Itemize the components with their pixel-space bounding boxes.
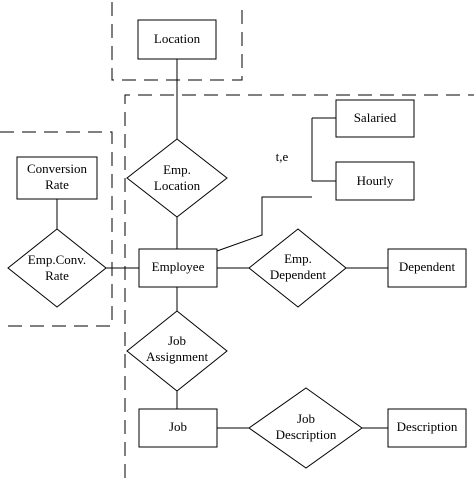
relationship-job-assignment-label-line2: Assignment	[146, 349, 209, 364]
entity-hourly[interactable]: Hourly	[335, 161, 415, 201]
relationship-emp-location[interactable]: Emp. Location	[126, 138, 228, 218]
relationship-emp-dependent[interactable]: Emp. Dependent	[248, 228, 347, 308]
entity-location-label: Location	[154, 31, 201, 46]
entity-conversion-rate-label-line2: Rate	[45, 177, 69, 192]
relationship-emp-conv-rate-label-line1: Emp.Conv.	[28, 252, 86, 267]
entity-location[interactable]: Location	[137, 19, 217, 60]
entity-dependent-label: Dependent	[399, 259, 456, 274]
relationship-emp-location-label-line1: Emp.	[163, 162, 191, 177]
relationship-job-assignment[interactable]: Job Assignment	[126, 310, 228, 392]
relationship-emp-dependent-label-line2: Dependent	[270, 267, 327, 282]
entity-employee[interactable]: Employee	[138, 248, 218, 288]
entity-salaried-label: Salaried	[354, 110, 397, 125]
relationship-job-description[interactable]: Job Description	[248, 387, 363, 469]
relationship-job-description-label-line2: Description	[276, 427, 337, 442]
entity-hourly-label: Hourly	[357, 173, 394, 188]
conversion-region-boundary	[0, 131, 113, 327]
entity-description-label: Description	[397, 419, 458, 434]
relationship-job-assignment-label-line1: Job	[168, 333, 186, 348]
relationship-emp-conv-rate-label-line2: Rate	[45, 268, 69, 283]
relationship-emp-location-label-line2: Location	[154, 178, 201, 193]
entity-conversion-rate[interactable]: Conversion Rate	[16, 156, 98, 200]
relationship-emp-dependent-label-line1: Emp.	[284, 251, 312, 266]
specialization-connector	[216, 117, 336, 252]
employee-region-boundary	[124, 94, 474, 478]
entity-job-label: Job	[169, 419, 187, 434]
relationship-emp-conv-rate[interactable]: Emp.Conv. Rate	[7, 228, 107, 308]
entity-description[interactable]: Description	[387, 408, 467, 448]
entity-conversion-rate-label-line1: Conversion	[27, 161, 87, 176]
entity-employee-label: Employee	[152, 259, 205, 274]
relationship-job-description-label-line1: Job	[297, 411, 315, 426]
entity-salaried[interactable]: Salaried	[335, 99, 415, 138]
entity-dependent[interactable]: Dependent	[387, 248, 467, 288]
specialization-constraint-label: t,e	[276, 149, 289, 164]
entity-job[interactable]: Job	[138, 408, 218, 448]
